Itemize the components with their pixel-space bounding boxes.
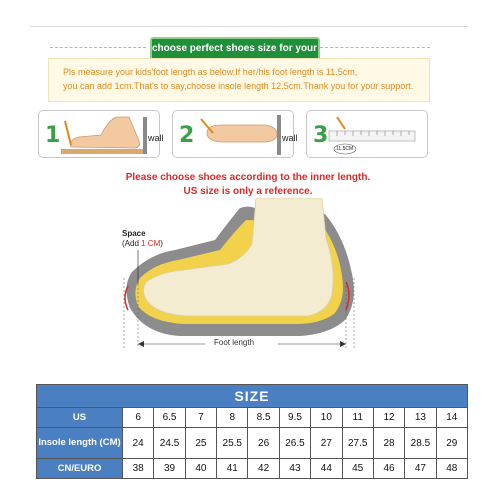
table-cell: 8.5 [247,407,280,428]
table-cell: 46 [372,458,406,479]
row-label-cn-euro: CN/EURO [36,458,123,479]
table-row: Insole length (CM) 24 24.5 25 25.5 26 26… [36,427,469,459]
banner-right-dash [320,47,430,49]
table-cell: 40 [184,458,218,479]
table-cell: 25 [184,427,218,459]
step-1-wall-text: wall [148,133,164,143]
space-value: 1 CM [141,239,161,248]
table-cell: 8 [216,407,249,428]
table-cell: 24.5 [153,427,186,459]
table-cell: 7 [184,407,218,428]
step-3-measure-label: 11.5CM [336,146,354,152]
table-cell: 26 [247,427,280,459]
table-cell: 43 [278,458,312,479]
table-cell: 45 [341,458,374,479]
table-cell: 26.5 [278,427,312,459]
note-line-1: Pls measure your kids'foot length as bel… [63,67,358,77]
step-2-number: 2 [179,123,195,148]
table-cell: 12 [372,407,406,428]
table-cell: 6.5 [153,407,186,428]
step-1-panel: 1 wall [38,110,160,158]
step-1-number: 1 [45,123,61,148]
table-cell: 9.5 [278,407,312,428]
table-cell: 39 [153,458,186,479]
table-cell: 44 [310,458,343,479]
table-cell: 47 [404,458,437,479]
table-cell: 11 [341,407,374,428]
table-cell: 28.5 [404,427,437,459]
table-cell: 28 [372,427,406,459]
table-cell: 6 [121,407,155,428]
table-cell: 41 [216,458,249,479]
top-divider [30,26,468,27]
instruction-line-2: US size is only a reference. [183,186,313,197]
size-table: SIZE US 6 6.5 7 8 8.5 9.5 10 11 12 13 14… [36,384,469,479]
table-cell: 29 [435,427,469,459]
size-table-title: SIZE [36,384,468,408]
space-suffix: ) [160,239,163,248]
shoe-foot-diagram [123,198,355,348]
banner-left-dash [50,47,146,49]
instruction-line-1: Please choose shoes according to the inn… [125,172,371,183]
step-3-panel: 3 11.5CM [306,110,428,158]
step-2-panel: 2 [172,110,294,158]
step-3-ruler-illustration [328,116,416,155]
table-row: CN/EURO 38 39 40 41 42 43 44 45 46 47 48 [36,458,469,479]
foot-length-label: Foot length [214,338,255,347]
table-cell: 48 [435,458,469,479]
step-2-wall-text: wall [282,133,298,143]
table-cell: 13 [404,407,437,428]
table-cell: 38 [121,458,155,479]
table-cell: 14 [435,407,469,428]
space-title: Space [122,229,146,238]
table-cell: 10 [310,407,343,428]
table-cell: 24 [121,427,155,459]
step-2-foot-illustration [200,115,281,155]
table-row: US 6 6.5 7 8 8.5 9.5 10 11 12 13 14 [36,407,469,428]
row-label-insole: Insole length (CM) [36,427,123,459]
step-1-foot-illustration [61,116,147,154]
table-cell: 42 [247,458,280,479]
measure-note: Pls measure your kids'foot length as bel… [48,58,430,102]
note-line-2: you can add 1cm.That's to say,choose ins… [63,81,414,91]
table-cell: 27.5 [341,427,374,459]
row-label-us: US [36,407,123,428]
space-label: Space (Add 1 CM) [122,229,163,249]
table-cell: 25.5 [216,427,249,459]
table-cell: 27 [310,427,343,459]
space-prefix: (Add [122,239,142,248]
step-3-number: 3 [313,123,329,148]
